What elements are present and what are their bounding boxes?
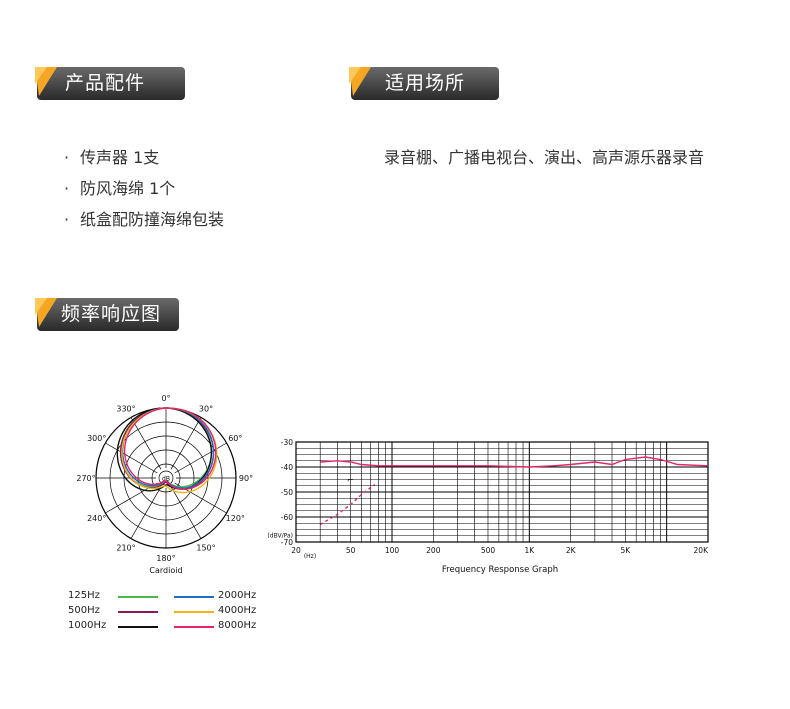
- legend-swatch: [174, 596, 214, 598]
- section-tab-venues: 适用场所: [349, 66, 501, 102]
- y-tick-label: -40: [281, 463, 293, 472]
- polar-caption: Cardioid: [149, 566, 182, 575]
- y-tick-label: -60: [281, 513, 293, 522]
- polar-spoke: [130, 417, 162, 470]
- legend-swatch: [174, 626, 214, 628]
- legend-swatch: [174, 611, 214, 613]
- polar-trace: [121, 407, 218, 494]
- bullet-dot: ·: [64, 148, 70, 167]
- x-tick-label: 500: [481, 546, 496, 555]
- polar-spoke: [174, 442, 227, 474]
- y-tick-label: -50: [281, 488, 293, 497]
- x-axis-label: Frequency Response Graph: [442, 565, 558, 575]
- legend-label: 4000Hz: [218, 605, 257, 616]
- x-tick-label: 20: [291, 546, 301, 555]
- polar-angle-label: 180°: [156, 554, 175, 563]
- polar-angle-label: 300°: [87, 434, 106, 443]
- polar-spoke: [130, 486, 162, 539]
- low-cut-annotation: ⌐: [347, 476, 354, 485]
- tab-badge-icon: [349, 67, 499, 100]
- list-item: · 防风海绵 1个: [64, 178, 224, 209]
- low-cut-series-line: [319, 483, 376, 526]
- legend-swatch: [118, 611, 158, 613]
- x-tick-label: 5K: [620, 546, 631, 555]
- polar-angle-label: 120°: [226, 514, 245, 523]
- accessory-item-label: 传声器 1支: [80, 148, 160, 167]
- section-title-frequency: 频率响应图: [61, 303, 162, 325]
- polar-spoke: [170, 417, 202, 470]
- list-item: · 纸盒配防撞海绵包装: [64, 209, 224, 240]
- polar-angle-label: 270°: [76, 474, 95, 483]
- legend-label: 125Hz: [68, 590, 100, 601]
- section-tab-frequency: 频率响应图: [35, 297, 181, 333]
- legend-swatch: [118, 596, 158, 598]
- polar-pattern-svg: dB 0° 30° 60° 90° 120° 150° 180° 210° 240° 270° 300…: [76, 394, 253, 575]
- bullet-dot: ·: [64, 179, 70, 198]
- polar-angle-label: 0°: [161, 394, 170, 403]
- x-tick-label: 1K: [524, 546, 535, 555]
- accessory-item-label: 纸盒配防撞海绵包装: [80, 210, 225, 229]
- response-series-line: [320, 456, 709, 468]
- y-tick-label: -70: [281, 538, 293, 547]
- tab-badge-icon: [35, 67, 185, 100]
- polar-angle-label: 210°: [116, 543, 135, 552]
- x-tick-label: 100: [385, 546, 400, 555]
- polar-spoke: [105, 442, 158, 474]
- accessories-list: · 传声器 1支 · 防风海绵 1个 · 纸盒配防撞海绵包装: [64, 147, 224, 240]
- accessory-item-label: 防风海绵 1个: [80, 179, 176, 198]
- polar-trace: [123, 407, 217, 490]
- y-axis-label: (dBV/Pa): [267, 533, 293, 540]
- section-title-venues: 适用场所: [385, 72, 466, 94]
- list-item: · 传声器 1支: [64, 147, 224, 178]
- x-tick-label: 200: [426, 546, 441, 555]
- polar-pattern-chart: dB 0° 30° 60° 90° 120° 150° 180° 210° 240° 270° 300…: [70, 390, 270, 584]
- polar-spoke: [170, 486, 202, 539]
- polar-angle-label: 90°: [239, 474, 253, 483]
- legend-swatch: [118, 626, 158, 628]
- section-tab-accessories: 产品配件: [35, 66, 187, 102]
- legend-label: 500Hz: [68, 605, 100, 616]
- frequency-response-chart: -30 -40 -50 -60 -70(dBV/Pa) 20 50 100 200 500 1K 2K…: [262, 432, 722, 584]
- venues-text: 录音棚、广播电视台、演出、高声源乐器录音: [384, 148, 705, 167]
- legend-label: 1000Hz: [68, 620, 107, 631]
- y-tick-label: -30: [281, 438, 293, 447]
- x-tick-label: 2K: [566, 546, 577, 555]
- polar-angle-label: 240°: [87, 514, 106, 523]
- polar-angle-label: 60°: [228, 434, 242, 443]
- x-tick-label: 50: [346, 546, 356, 555]
- polar-angle-label: 30°: [199, 405, 213, 414]
- polar-angle-label: 150°: [196, 543, 215, 552]
- legend-label: 2000Hz: [218, 590, 257, 601]
- legend-label: 8000Hz: [218, 620, 257, 631]
- polar-center-label: dB: [162, 476, 170, 483]
- polar-angle-label: 330°: [116, 405, 135, 414]
- tab-badge-icon: [35, 298, 179, 331]
- x-unit-label: (Hz): [304, 553, 316, 560]
- x-tick-label: 20K: [694, 546, 710, 555]
- section-title-accessories: 产品配件: [65, 72, 146, 94]
- bullet-dot: ·: [64, 210, 70, 229]
- polar-trace: [116, 407, 213, 492]
- frequency-response-svg: -30 -40 -50 -60 -70(dBV/Pa) 20 50 100 200 500 1K 2K…: [267, 438, 710, 575]
